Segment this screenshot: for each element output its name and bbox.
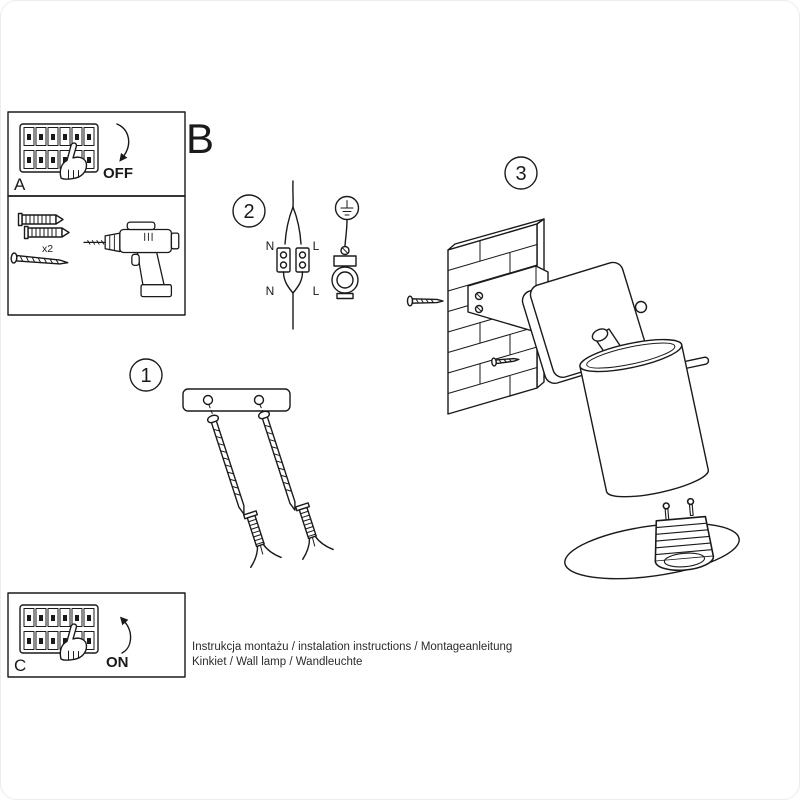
footer-line-2: Kinkiet / Wall lamp / Wandleuchte (192, 656, 362, 668)
terminal-block (276, 247, 310, 273)
on-label: ON (106, 654, 129, 671)
footer: Instrukcja montażu / instalation instruc… (192, 641, 512, 668)
wall-plug-icon (23, 225, 70, 240)
wire-l-top-label: L (313, 239, 320, 253)
wire-n-top-label: N (266, 239, 275, 253)
ground-wire (344, 219, 348, 247)
small-screw-icon (491, 357, 520, 367)
tools-box-frame (7, 195, 186, 316)
wall-screw-icon (406, 295, 444, 307)
lamp-shade (579, 338, 710, 498)
rotate-on-arrow-icon (120, 616, 132, 654)
rotate-off-arrow-icon (116, 123, 130, 162)
step-1-badge (129, 358, 163, 392)
box-c-frame (7, 592, 186, 678)
step-3-badge (504, 156, 538, 190)
adjustment-knob (634, 300, 648, 314)
tools-box: x2 (7, 195, 186, 316)
step-3-mounting-diagram: 3 (406, 156, 710, 498)
lamp-bulb-illustration (564, 497, 740, 580)
step-1-bracket-diagram: 1 (129, 358, 334, 569)
section-c-label: C (14, 656, 26, 675)
mains-cable (284, 180, 302, 245)
mounting-bar (182, 388, 291, 412)
lamp-cable (282, 271, 304, 330)
cable-clamp (331, 245, 359, 300)
step-2-number: 2 (243, 201, 254, 223)
footer-line-1: Instrukcja montażu / instalation instruc… (192, 641, 512, 653)
wall-plug-icon (17, 212, 64, 227)
wire-l-bottom-label: L (313, 284, 320, 298)
quantity-label: x2 (42, 243, 53, 255)
section-b-label: B (186, 115, 214, 162)
mounting-hole (253, 394, 265, 406)
wire-n-bottom-label: N (266, 284, 275, 298)
step-3-number: 3 (515, 163, 526, 185)
reflector-disc (564, 522, 740, 580)
screw-icon (10, 252, 69, 265)
power-on-box: ON C (7, 592, 186, 678)
gu10-bulb (654, 497, 715, 572)
off-label: OFF (103, 165, 133, 182)
drill-icon (83, 221, 180, 298)
section-a-label: A (14, 175, 26, 194)
mounting-hole (202, 394, 214, 406)
step-2-wiring-diagram: 2 N L N L (232, 180, 360, 330)
step-1-number: 1 (140, 365, 151, 387)
step-2-badge (232, 194, 266, 228)
